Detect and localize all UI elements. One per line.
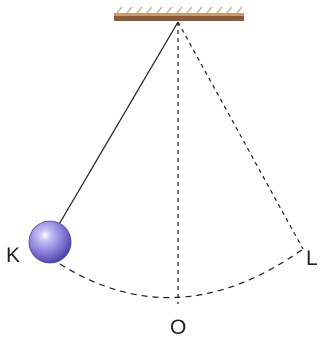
ceiling-support [114,6,244,21]
pendulum-bob [28,220,72,264]
ceiling-hatch-base [114,13,244,16]
point-label-k: K [6,244,20,267]
point-label-l: L [306,247,318,270]
ceiling-bar [114,16,244,21]
swing-arc [59,248,304,299]
string-position-l [177,21,304,250]
ceiling-hatching [115,6,243,15]
pendulum-string [57,21,179,227]
point-label-o: O [170,316,186,339]
